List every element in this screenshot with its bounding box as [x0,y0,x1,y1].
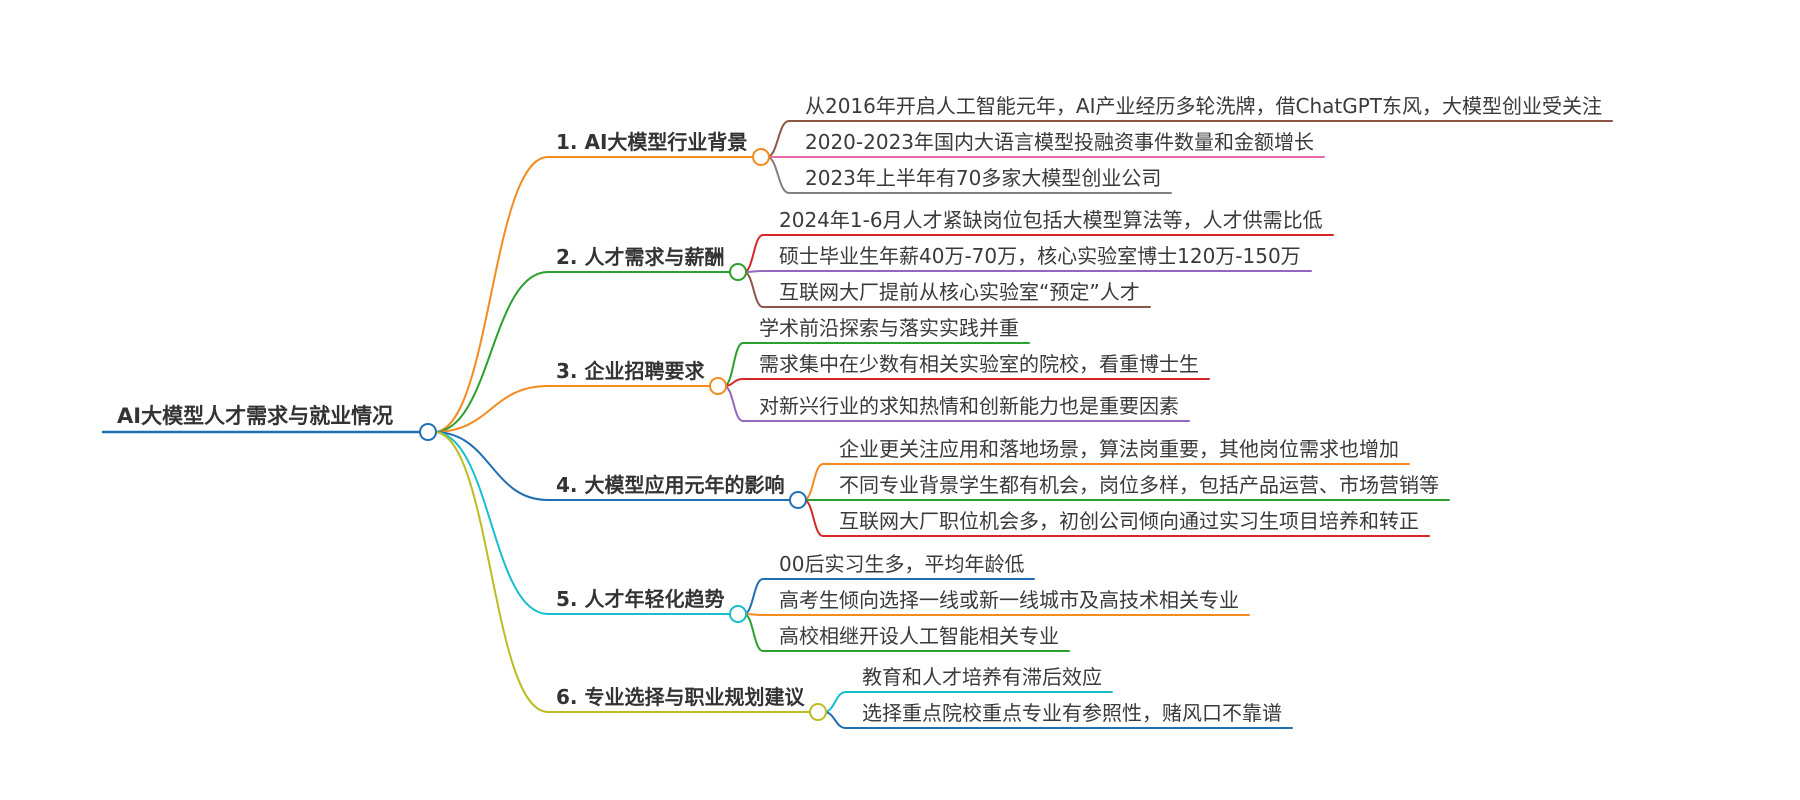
leaf-node[interactable]: 硕士毕业生年薪40万-70万，核心实验室博士120万-150万 [779,244,1301,268]
leaf-node[interactable]: 学术前沿探索与落实实践并重 [759,316,1019,340]
branch-talent-demand-salary[interactable]: 2. 人才需求与薪酬 [556,245,725,269]
branch-recruiting-requirements[interactable]: 3. 企业招聘要求 [556,359,705,383]
branch-connector [433,385,549,433]
leaf-node[interactable]: 需求集中在少数有相关实验室的院校，看重博士生 [759,352,1199,376]
leaf-node[interactable]: 互联网大厂职位机会多，初创公司倾向通过实习生项目培养和转正 [839,509,1419,533]
branch-collapse-toggle[interactable] [729,263,747,281]
root-topic[interactable]: AI大模型人才需求与就业情况 [117,404,394,428]
leaf-node[interactable]: 不同专业背景学生都有机会，岗位多样，包括产品运营、市场营销等 [839,473,1439,497]
branch-connector [433,431,549,501]
leaf-node[interactable]: 从2016年开启人工智能元年，AI产业经历多轮洗牌，借ChatGPT东风，大模型… [805,94,1602,118]
leaf-node[interactable]: 2023年上半年有70多家大模型创业公司 [805,166,1162,190]
branch-connector [433,431,549,713]
branch-collapse-toggle[interactable] [729,605,747,623]
leaf-connector [823,691,847,713]
leaf-node[interactable]: 2020-2023年国内大语言模型投融资事件数量和金额增长 [805,130,1315,154]
branch-connector [433,156,549,433]
branch-application-year-impact[interactable]: 4. 大模型应用元年的影响 [556,473,785,497]
branch-youth-trend[interactable]: 5. 人才年轻化趋势 [556,587,725,611]
leaf-node[interactable]: 对新兴行业的求知热情和创新能力也是重要因素 [759,394,1179,418]
leaf-node[interactable]: 企业更关注应用和落地场景，算法岗重要，其他岗位需求也增加 [839,437,1399,461]
leaf-node[interactable]: 教育和人才培养有滞后效应 [862,665,1102,689]
leaf-node[interactable]: 高考生倾向选择一线或新一线城市及高技术相关专业 [779,588,1239,612]
leaf-connector [743,578,764,615]
leaf-connector [803,499,824,537]
branch-industry-background[interactable]: 1. AI大模型行业背景 [556,130,748,154]
leaf-node[interactable]: 选择重点院校重点专业有参照性，赌风口不靠谱 [862,701,1282,725]
leaf-connector [723,385,744,422]
branch-collapse-toggle[interactable] [752,148,770,166]
branch-career-advice[interactable]: 6. 专业选择与职业规划建议 [556,685,805,709]
root-collapse-toggle[interactable] [419,423,437,441]
leaf-node[interactable]: 高校相继开设人工智能相关专业 [779,624,1059,648]
leaf-node[interactable]: 2024年1-6月人才紧缺岗位包括大模型算法等，人才供需比低 [779,208,1323,232]
leaf-node[interactable]: 互联网大厂提前从核心实验室“预定”人才 [779,280,1140,304]
leaf-connector [743,613,764,652]
leaf-connector [766,120,790,158]
branch-collapse-toggle[interactable] [809,703,827,721]
leaf-connector [823,711,847,729]
branch-collapse-toggle[interactable] [709,377,727,395]
branch-connector [433,431,549,615]
leaf-connector [766,156,790,194]
leaf-connector [743,234,764,273]
branch-collapse-toggle[interactable] [789,491,807,509]
leaf-node[interactable]: 00后实习生多，平均年龄低 [779,552,1025,576]
branch-connector [433,271,549,433]
leaf-connector [803,463,824,501]
leaf-connector [743,271,764,308]
